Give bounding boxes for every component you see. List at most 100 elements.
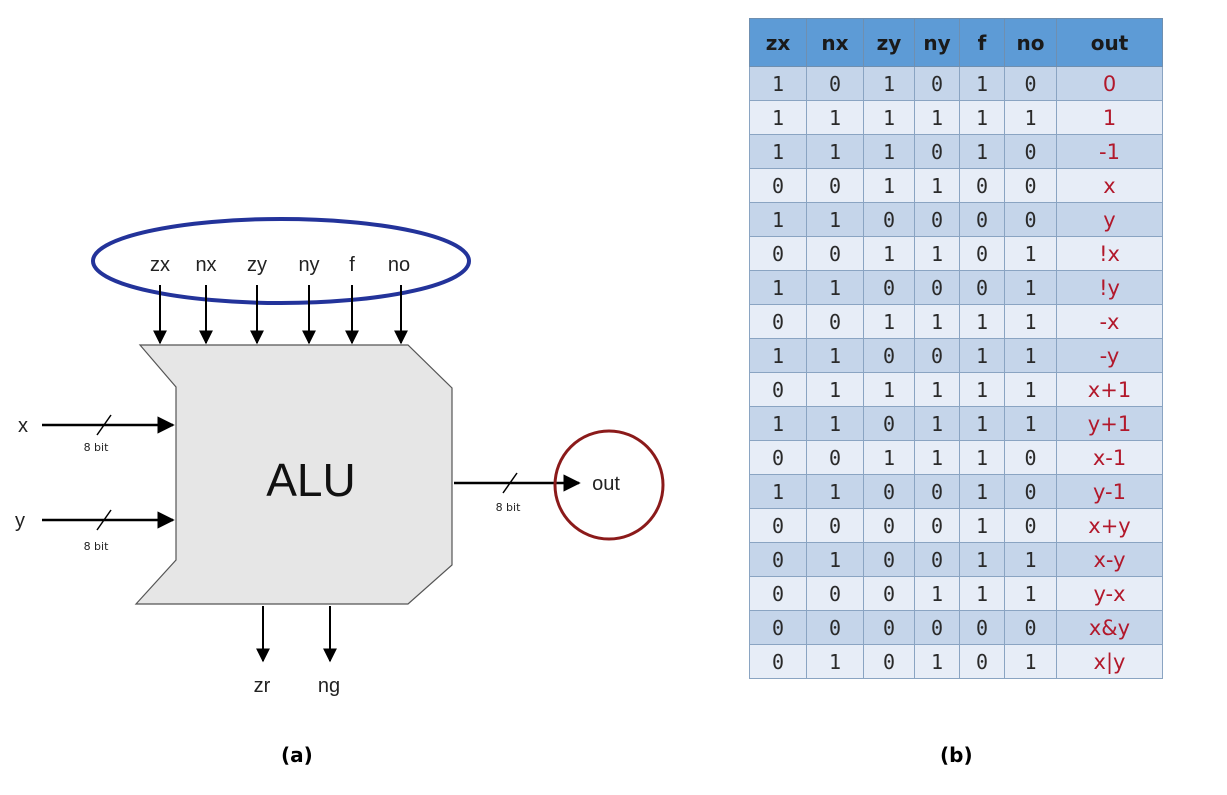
table-cell-zx: 0 [749, 168, 807, 203]
table-cell-zx: 0 [749, 372, 807, 407]
table-cell-f: 0 [959, 236, 1005, 271]
table-cell-out: y [1056, 202, 1163, 237]
output-circle [553, 429, 665, 541]
table-cell-zx: 1 [749, 134, 807, 169]
table-cell-zy: 1 [863, 236, 915, 271]
table-cell-out: -1 [1056, 134, 1163, 169]
table-cell-ny: 0 [914, 474, 960, 509]
table-cell-ny: 0 [914, 338, 960, 373]
table-cell-nx: 1 [806, 372, 864, 407]
table-cell-no: 0 [1004, 168, 1057, 203]
table-cell-no: 1 [1004, 372, 1057, 407]
table-cell-out: y-x [1056, 576, 1163, 611]
control-label-zx: zx [150, 254, 170, 276]
table-cell-zy: 0 [863, 542, 915, 577]
table-cell-ny: 1 [914, 100, 960, 135]
table-cell-no: 0 [1004, 508, 1057, 543]
table-cell-zx: 0 [749, 508, 807, 543]
table-cell-ny: 0 [914, 610, 960, 645]
table-cell-ny: 0 [914, 202, 960, 237]
table-cell-no: 1 [1004, 576, 1057, 611]
table-cell-f: 1 [959, 100, 1005, 135]
control-inputs-ellipse [91, 217, 471, 305]
bus-width-out: 8 bit [496, 501, 522, 514]
table-cell-no: 0 [1004, 610, 1057, 645]
table-cell-out: x-y [1056, 542, 1163, 577]
table-cell-f: 1 [959, 474, 1005, 509]
table-cell-no: 1 [1004, 304, 1057, 339]
table-cell-no: 1 [1004, 100, 1057, 135]
control-label-f: f [349, 254, 355, 276]
table-cell-zx: 1 [749, 270, 807, 305]
table-cell-zx: 0 [749, 542, 807, 577]
table-cell-ny: 1 [914, 236, 960, 271]
table-cell-nx: 1 [806, 202, 864, 237]
table-cell-zy: 1 [863, 304, 915, 339]
table-cell-no: 0 [1004, 202, 1057, 237]
table-cell-ny: 1 [914, 440, 960, 475]
column-header-zy: zy [863, 18, 915, 67]
control-label-ny: ny [298, 254, 319, 276]
table-cell-no: 1 [1004, 270, 1057, 305]
column-header-nx: nx [806, 18, 864, 67]
alu-diagram: ALU zx nx zy ny f no x 8 bit y 8 bit 8 b… [15, 217, 665, 697]
table-cell-zx: 1 [749, 338, 807, 373]
table-cell-zx: 0 [749, 304, 807, 339]
table-cell-nx: 1 [806, 406, 864, 441]
table-cell-no: 1 [1004, 644, 1057, 679]
table-cell-ny: 1 [914, 406, 960, 441]
table-cell-out: x+y [1056, 508, 1163, 543]
table-cell-nx: 1 [806, 474, 864, 509]
table-cell-out: x+1 [1056, 372, 1163, 407]
table-cell-nx: 1 [806, 644, 864, 679]
table-cell-ny: 0 [914, 134, 960, 169]
table-cell-f: 0 [959, 644, 1005, 679]
table-cell-out: 1 [1056, 100, 1163, 135]
table-cell-zx: 1 [749, 474, 807, 509]
table-cell-f: 0 [959, 270, 1005, 305]
table-cell-zx: 0 [749, 440, 807, 475]
column-header-out: out [1056, 18, 1163, 67]
table-cell-zy: 1 [863, 168, 915, 203]
table-cell-nx: 1 [806, 134, 864, 169]
table-cell-zy: 0 [863, 576, 915, 611]
table-cell-zx: 0 [749, 236, 807, 271]
table-cell-nx: 0 [806, 610, 864, 645]
table-cell-out: x [1056, 168, 1163, 203]
table-cell-no: 0 [1004, 66, 1057, 101]
table-cell-ny: 1 [914, 372, 960, 407]
table-cell-f: 1 [959, 440, 1005, 475]
table-cell-zy: 0 [863, 202, 915, 237]
table-cell-zx: 1 [749, 100, 807, 135]
status-label-zr: zr [254, 675, 271, 697]
table-cell-zy: 1 [863, 134, 915, 169]
table-cell-nx: 1 [806, 100, 864, 135]
table-cell-nx: 0 [806, 304, 864, 339]
table-cell-f: 0 [959, 610, 1005, 645]
column-header-no: no [1004, 18, 1057, 67]
table-cell-ny: 0 [914, 542, 960, 577]
bus-slash-out [502, 472, 518, 494]
bus-width-x: 8 bit [84, 441, 110, 454]
table-cell-out: x|y [1056, 644, 1163, 679]
table-cell-f: 1 [959, 372, 1005, 407]
table-cell-no: 0 [1004, 474, 1057, 509]
table-cell-zx: 0 [749, 644, 807, 679]
table-cell-zy: 1 [863, 100, 915, 135]
table-cell-out: !x [1056, 236, 1163, 271]
table-cell-nx: 0 [806, 508, 864, 543]
table-cell-no: 1 [1004, 236, 1057, 271]
table-cell-zx: 0 [749, 576, 807, 611]
table-cell-out: 0 [1056, 66, 1163, 101]
